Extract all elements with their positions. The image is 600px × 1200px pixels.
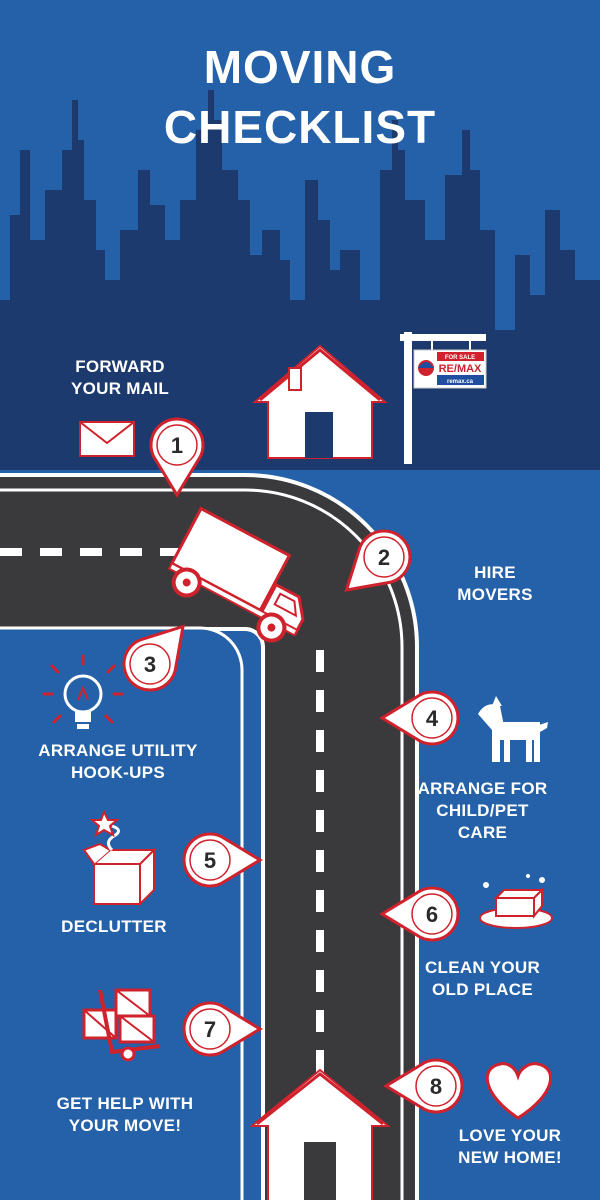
step-5-label: DECLUTTER bbox=[50, 916, 178, 938]
step-8-number: 8 bbox=[430, 1074, 442, 1099]
step-7-label: GET HELP WITH YOUR MOVE! bbox=[40, 1093, 210, 1137]
step-2-number: 2 bbox=[378, 545, 390, 570]
moving-truck-icon bbox=[167, 506, 305, 643]
pin-inner-circle bbox=[363, 536, 405, 578]
step-1-number: 1 bbox=[171, 433, 183, 458]
road-inner-corner bbox=[0, 628, 242, 1200]
step-7-line2: YOUR MOVE! bbox=[68, 1116, 182, 1135]
pin-inner-circle bbox=[415, 1065, 457, 1107]
step-8-label: LOVE YOUR NEW HOME! bbox=[435, 1125, 585, 1169]
step-3-line1: ARRANGE UTILITY bbox=[38, 741, 198, 760]
pin-inner-circle bbox=[411, 893, 453, 935]
step-2-label: HIRE MOVERS bbox=[425, 562, 565, 606]
step-4-line1: ARRANGE FOR bbox=[417, 779, 548, 798]
lightbulb-icon bbox=[42, 654, 124, 729]
step-4-number: 4 bbox=[426, 706, 439, 731]
road-inner-curb bbox=[0, 626, 244, 1200]
pin-inner-circle bbox=[189, 839, 231, 881]
step-6-line1: CLEAN YOUR bbox=[424, 958, 541, 977]
step-4-line3: CARE bbox=[457, 823, 508, 842]
heart-icon bbox=[485, 1062, 553, 1120]
step-8-line2: NEW HOME! bbox=[458, 1148, 562, 1167]
new-house-icon bbox=[249, 1068, 391, 1200]
step-2-pin: 2 bbox=[344, 529, 412, 592]
page-title-line2: CHECKLIST bbox=[163, 101, 437, 153]
open-box-icon bbox=[82, 809, 157, 907]
sign-for-sale-text: FOR SALE bbox=[445, 355, 475, 361]
step-2-line1: HIRE bbox=[474, 563, 516, 582]
step-6-pin: 6 bbox=[379, 886, 460, 942]
step-5-number: 5 bbox=[204, 848, 216, 873]
step-1-label: FORWARD YOUR MAIL bbox=[45, 356, 195, 400]
step-8-line1: LOVE YOUR bbox=[458, 1126, 562, 1145]
dog-icon bbox=[478, 696, 548, 762]
step-4-pin: 4 bbox=[379, 690, 460, 746]
sign-url-text: remax.ca bbox=[447, 379, 474, 385]
step-1-line2: YOUR MAIL bbox=[70, 379, 170, 398]
pin-inner-circle bbox=[129, 643, 171, 685]
step-3-label: ARRANGE UTILITY HOOK-UPS bbox=[18, 740, 218, 784]
step-2-line2: MOVERS bbox=[457, 585, 533, 604]
old-house-icon bbox=[252, 344, 388, 459]
hand-truck-icon bbox=[82, 988, 161, 1062]
step-1-pin: 1 bbox=[149, 417, 205, 498]
step-5-line1: DECLUTTER bbox=[61, 917, 167, 936]
step-3-pin: 3 bbox=[122, 624, 185, 692]
sponge-icon bbox=[479, 874, 553, 929]
for-sale-sign: FOR SALE RE/MAX remax.ca bbox=[400, 332, 487, 464]
step-7-pin: 7 bbox=[182, 1001, 263, 1057]
step-1-line1: FORWARD bbox=[75, 357, 165, 376]
step-6-label: CLEAN YOUR OLD PLACE bbox=[400, 957, 565, 1001]
step-7-line1: GET HELP WITH bbox=[56, 1094, 194, 1113]
step-3-number: 3 bbox=[144, 652, 156, 677]
step-3-line2: HOOK-UPS bbox=[70, 763, 165, 782]
step-pins: 1 2 3 4 5 6 7 8 bbox=[122, 417, 464, 1114]
envelope-icon bbox=[79, 421, 135, 457]
step-7-number: 7 bbox=[204, 1017, 216, 1042]
pin-inner-circle bbox=[411, 697, 453, 739]
step-6-number: 6 bbox=[426, 902, 438, 927]
pin-inner-circle bbox=[189, 1008, 231, 1050]
step-6-line2: OLD PLACE bbox=[432, 980, 533, 999]
step-5-pin: 5 bbox=[182, 832, 263, 888]
pin-inner-circle bbox=[156, 424, 198, 466]
sign-brand-text: RE/MAX bbox=[439, 363, 482, 375]
page-title-line1: MOVING bbox=[203, 41, 397, 93]
step-4-line2: CHILD/PET bbox=[436, 801, 529, 820]
step-4-label: ARRANGE FOR CHILD/PET CARE bbox=[400, 778, 565, 844]
step-8-pin: 8 bbox=[383, 1058, 464, 1114]
